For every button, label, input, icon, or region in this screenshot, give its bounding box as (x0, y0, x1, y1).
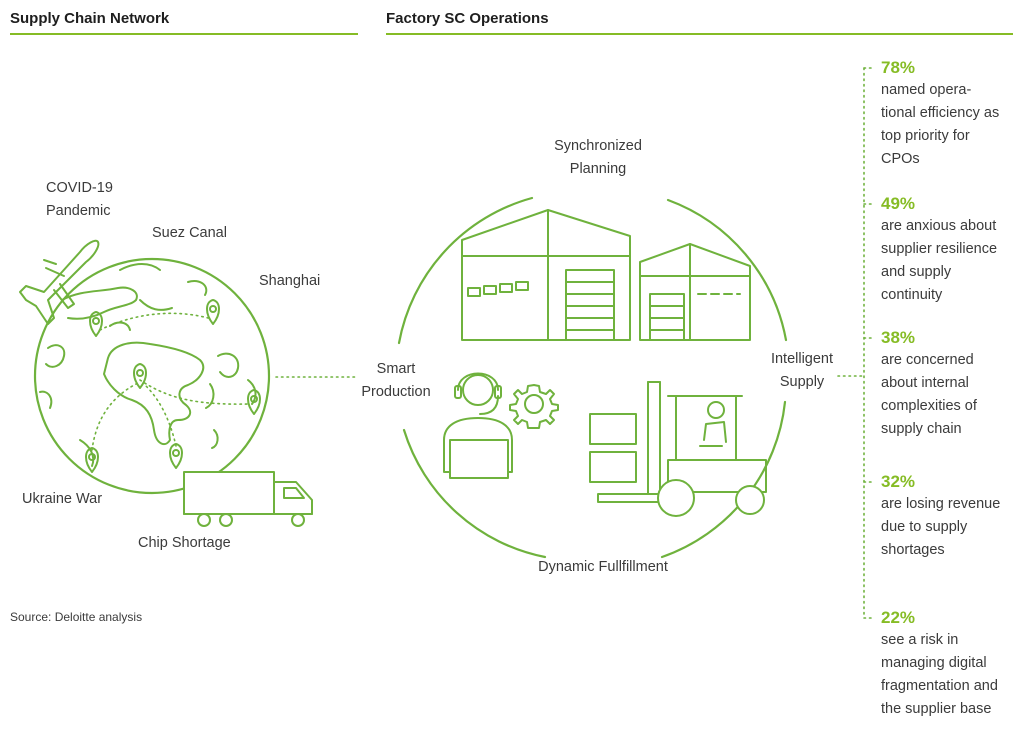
stat-22: 22% see a risk in managing digital fragm… (881, 607, 1021, 721)
label-dynamic-fulfillment: Dynamic Fullfillment (538, 559, 668, 575)
supply-chain-network-header: Supply Chain Network (10, 10, 170, 27)
globe-icon (33, 257, 271, 495)
stat-percent: 49% (881, 194, 916, 213)
forklift-icon (589, 381, 767, 517)
stat-32: 32% are losing revenue due to supply sho… (881, 471, 1021, 562)
route-lines (91, 312, 251, 451)
source-note: Source: Deloitte analysis (10, 610, 143, 624)
label-suez-canal: Suez Canal (152, 225, 227, 241)
stat-description: see a risk in managing digital fragmenta… (881, 632, 998, 717)
truck-icon (183, 471, 313, 527)
airplane-icon (19, 239, 100, 325)
factory-operations-header: Factory SC Operations (386, 10, 549, 27)
stat-78: 78% named opera- tional efficiency as to… (881, 57, 1021, 171)
operations-circle (397, 196, 788, 559)
label-ukraine-war: Ukraine War (22, 491, 103, 507)
factory-icon (461, 209, 751, 341)
stats-bracket (863, 67, 875, 619)
label-covid-pandemic: COVID-19 Pandemic (46, 180, 113, 219)
label-shanghai: Shanghai (259, 273, 321, 289)
label-chip-shortage: Chip Shortage (138, 535, 231, 551)
stat-percent: 22% (881, 608, 916, 627)
stat-percent: 38% (881, 328, 916, 347)
label-synchronized-planning: Synchronized Planning (554, 138, 642, 177)
stat-38: 38% are concerned about internal complex… (881, 327, 1021, 441)
stat-49: 49% are anxious about supplier resilienc… (881, 193, 1021, 307)
stat-description: are concerned about internal complexitie… (881, 352, 977, 437)
label-smart-production: Smart Production (361, 361, 431, 400)
stat-percent: 78% (881, 58, 916, 77)
stat-description: named opera- tional efficiency as top pr… (881, 82, 1000, 167)
operator-headset-icon (443, 372, 513, 479)
label-intelligent-supply: Intelligent Supply (770, 351, 834, 390)
stat-description: are losing revenue due to supply shortag… (881, 496, 1001, 558)
stat-description: are anxious about supplier resilience an… (881, 218, 998, 303)
header-rule-right (386, 33, 1013, 35)
gear-icon (509, 384, 559, 429)
stat-percent: 32% (881, 472, 916, 491)
header-rule-left (10, 33, 358, 35)
